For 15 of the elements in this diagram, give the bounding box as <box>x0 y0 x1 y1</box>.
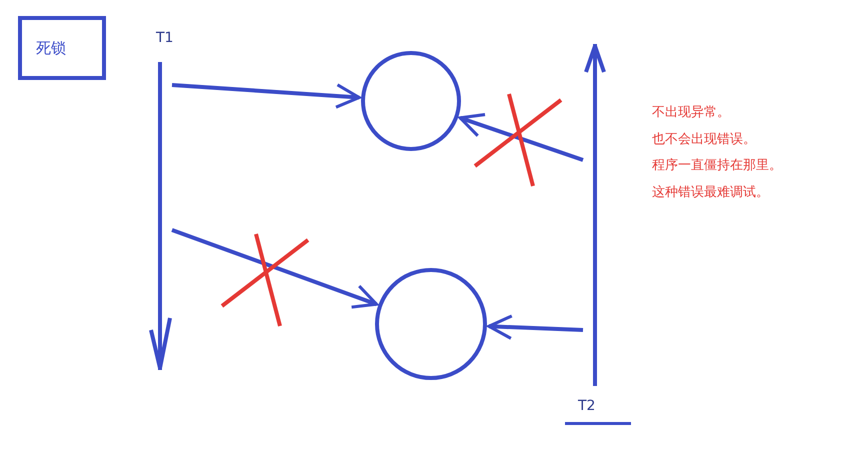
note-text: 程序一直僵持在那里。 <box>652 157 782 174</box>
arrow <box>458 113 584 162</box>
note-text: 也不会出现错误。 <box>652 130 756 148</box>
arrow <box>487 314 584 340</box>
arrow <box>172 83 361 109</box>
thread-label: T2 <box>578 398 596 414</box>
title-box: 死锁 <box>18 16 106 80</box>
note-text: 这种错误最难调试。 <box>652 184 769 200</box>
arrow <box>171 228 378 309</box>
note-text: 不出现异常。 <box>652 104 730 121</box>
thread-line-arrow <box>148 62 172 370</box>
resource-circle <box>361 51 461 151</box>
thread-label: T1 <box>156 30 174 46</box>
thread-line-arrow <box>583 44 607 386</box>
resource-circle <box>375 268 487 380</box>
